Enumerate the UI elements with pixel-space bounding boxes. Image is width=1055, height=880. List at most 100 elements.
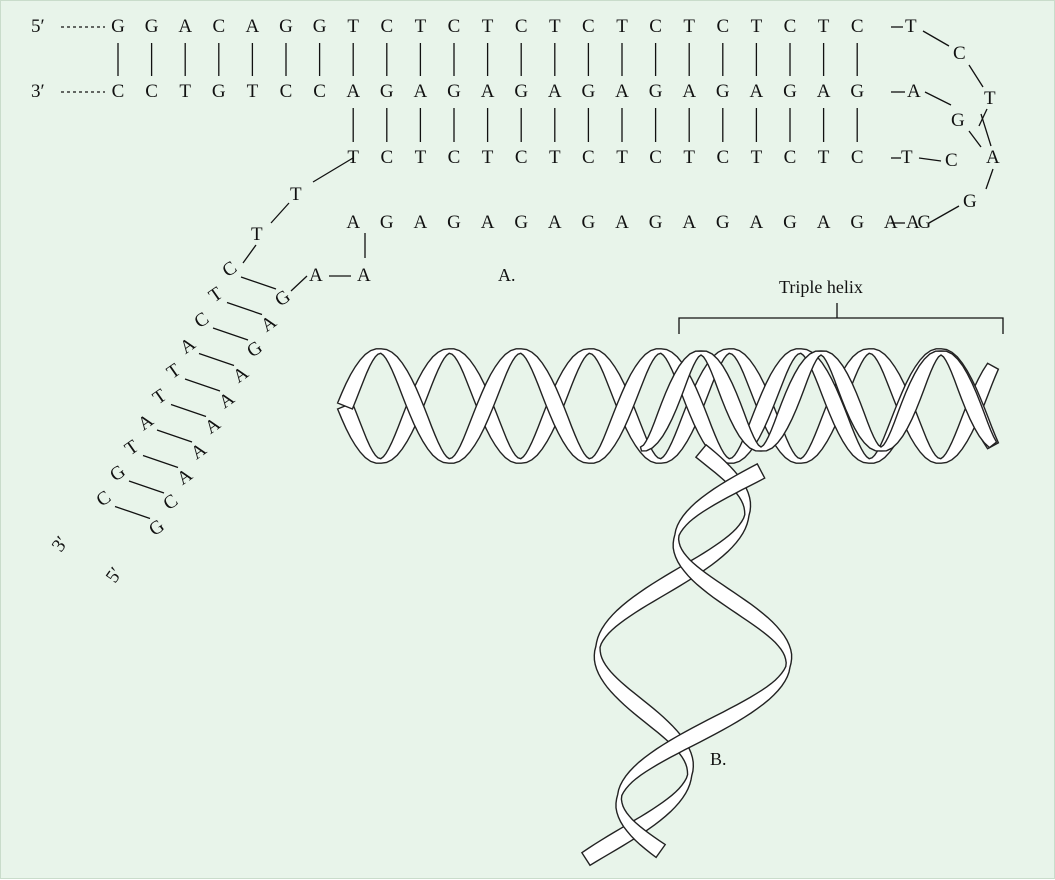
tail-left-base-3: C [191, 308, 213, 332]
middle-base-11: G [447, 81, 461, 102]
tail-5-prime-label: 5′ [102, 564, 127, 587]
tail-pair-bond [184, 378, 221, 392]
helix-strand-2 [336, 348, 1000, 464]
fourth-base-12: G [716, 212, 730, 233]
third-base-1: T [347, 147, 359, 168]
linker-to-tail: T T A A [242, 157, 371, 292]
loop3-base-4: G [963, 191, 977, 212]
linker-base-T2: T [251, 224, 263, 245]
tail-pair-bond [114, 505, 151, 520]
middle-strand-3-prime-label: 3′ [31, 81, 45, 102]
middle-base-19: G [716, 81, 730, 102]
loop-link [980, 113, 992, 147]
middle-base-10: A [414, 81, 428, 102]
middle-base-3: T [179, 81, 191, 102]
panel-b-label: B. [710, 749, 727, 769]
loop-link [985, 168, 994, 190]
top-base-14: T [549, 16, 561, 37]
middle-base-6: C [280, 81, 293, 102]
loop-link [968, 130, 982, 148]
third-base-15: T [818, 147, 830, 168]
top-base-10: T [415, 16, 427, 37]
third-base-10: C [649, 147, 662, 168]
tail-right-base-4: A [229, 362, 253, 387]
tail-pair-bond [142, 454, 179, 469]
middle-base-2: C [145, 81, 158, 102]
fourth-base-16: G [850, 212, 864, 233]
tail-left-base-4: A [176, 333, 200, 358]
middle-base-8: A [346, 81, 360, 102]
third-base-3: T [415, 147, 427, 168]
fourth-base-18: G [918, 212, 932, 233]
fourth-base-13: A [750, 212, 764, 233]
tail-pair-bond [170, 403, 207, 418]
tail-right-base-5: A [215, 388, 239, 413]
tail-left-base-6: T [149, 385, 171, 409]
third-base-4: C [448, 147, 461, 168]
lower-strand-2 [615, 462, 793, 859]
loop3-base-1: T [901, 147, 913, 168]
fourth-base-11: A [682, 212, 696, 233]
tail-pair-bond [198, 352, 235, 367]
linker-link [270, 202, 290, 224]
fourth-base-4: G [447, 212, 461, 233]
loop2-base-2: G [951, 110, 965, 131]
third-base-5: T [482, 147, 494, 168]
linker-base-T1: T [290, 184, 302, 205]
loop1-base-3: T [984, 88, 996, 109]
linker-link [312, 157, 354, 183]
linker-link [242, 244, 257, 264]
tail-right-base-9: C [160, 490, 182, 514]
loop3-base-3: A [986, 147, 1000, 168]
tail-pair-bond [212, 327, 249, 341]
top-base-19: C [716, 16, 729, 37]
third-base-7: T [549, 147, 561, 168]
lower-strand-1 [580, 443, 752, 867]
tail-left-base-8: T [121, 436, 143, 460]
third-base-9: T [616, 147, 628, 168]
loop-link [978, 108, 988, 127]
middle-base-22: A [817, 81, 831, 102]
third-base-8: C [582, 147, 595, 168]
loop-link [924, 91, 952, 106]
tail-left-base-2: T [205, 283, 227, 307]
fourth-base-9: A [615, 212, 629, 233]
tail-right-base-10: G [145, 515, 169, 540]
middle-base-5: T [247, 81, 259, 102]
triple-helix-label: Triple helix [779, 277, 863, 297]
tail-right-base-2: A [257, 311, 281, 336]
middle-base-23: G [850, 81, 864, 102]
loop1-base-1: T [905, 16, 917, 37]
tail-pair-bond [226, 301, 263, 316]
loop4-base-1: A [906, 212, 920, 233]
middle-base-18: A [682, 81, 696, 102]
tail-right-base-6: A [201, 413, 225, 438]
top-base-15: C [582, 16, 595, 37]
loop2-base-1: A [907, 81, 921, 102]
top-base-9: C [380, 16, 393, 37]
fourth-base-10: G [649, 212, 663, 233]
tail-right-base-8: A [173, 464, 197, 489]
top-base-17: C [649, 16, 662, 37]
third-base-13: T [751, 147, 763, 168]
middle-base-14: A [548, 81, 562, 102]
top-strand-5-prime-label: 5′ [31, 16, 45, 37]
fourth-base-6: G [514, 212, 528, 233]
third-base-11: T [683, 147, 695, 168]
top-base-20: T [751, 16, 763, 37]
tail-right-base-1: G [271, 286, 295, 311]
loop-link [918, 157, 942, 162]
top-base-4: C [212, 16, 225, 37]
fourth-base-3: A [414, 212, 428, 233]
tail-left-base-9: G [106, 461, 130, 486]
middle-base-21: G [783, 81, 797, 102]
third-base-12: C [716, 147, 729, 168]
middle-base-7: C [313, 81, 326, 102]
third-base-2: C [380, 147, 393, 168]
tail-right-base-7: A [187, 439, 211, 464]
top-base-23: C [851, 16, 864, 37]
